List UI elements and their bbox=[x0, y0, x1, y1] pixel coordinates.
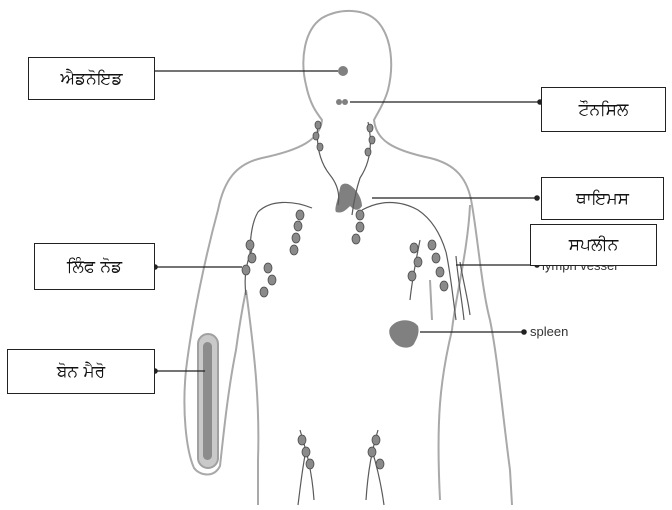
thymus-label: ਥਾਇਮਸ bbox=[541, 177, 664, 220]
spleen-label: ਸਪਲੀਨ bbox=[530, 224, 657, 266]
bone-marrow-label: ਬੋਨ ਮੈਰੋ bbox=[7, 349, 155, 394]
adenoid-label: ਐਡਨੋਇਡ bbox=[28, 57, 155, 100]
tonsil-label: ਟੌਨਸਿਲ bbox=[541, 87, 666, 132]
tonsil-shape bbox=[336, 99, 342, 105]
adenoid-shape bbox=[338, 66, 348, 76]
thymus-shape bbox=[335, 184, 362, 213]
spleen-underlying-label: spleen bbox=[530, 324, 568, 339]
spleen-shape bbox=[389, 320, 418, 347]
body-outline bbox=[303, 11, 512, 505]
lymph-node-label: ਲਿੰਫ ਨੋਡ bbox=[34, 243, 155, 290]
